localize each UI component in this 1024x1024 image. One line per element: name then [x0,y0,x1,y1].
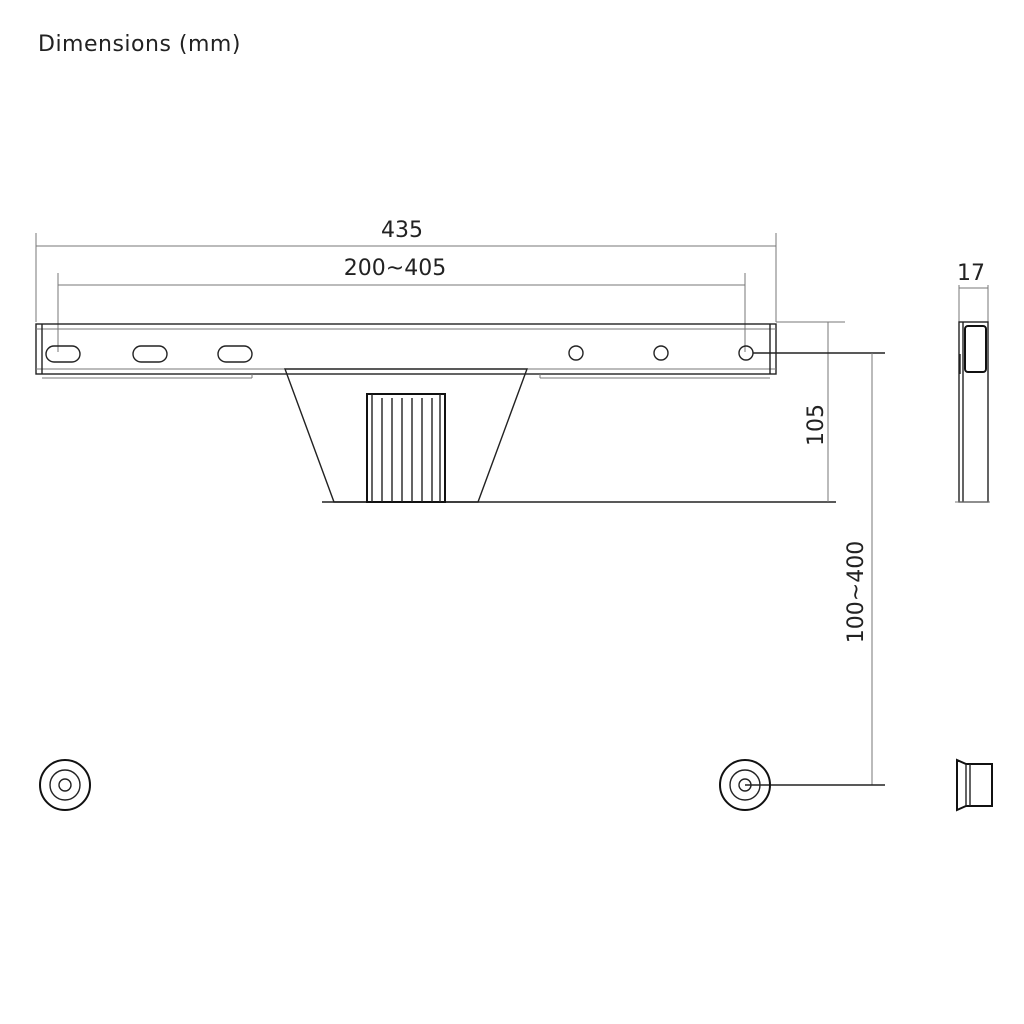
dim-overall-width: 435 [35,218,777,322]
dim-bracket-height-label: 105 [804,404,829,446]
mounting-disc-right [719,759,771,811]
page-title: Dimensions (mm) [38,32,241,57]
dim-adjustable-span-label: 200~405 [344,256,446,281]
dim-vertical-range: 100~400 [745,352,885,786]
mounting-disc-side [956,758,993,812]
mounting-rail [35,323,777,379]
round-hole [568,345,584,361]
round-hole [653,345,669,361]
dim-adjustable-span: 200~405 [57,256,746,352]
side-profile: 17 [955,261,990,503]
slot-hole [217,345,253,363]
round-hole [738,345,754,361]
dim-depth-label: 17 [957,261,985,286]
dim-overall-width-label: 435 [381,218,423,243]
slot-hole [45,345,81,363]
center-bracket [283,368,836,503]
slot-hole [132,345,168,363]
dim-vertical-range-label: 100~400 [844,541,869,643]
mounting-disc-left [39,759,91,811]
dim-bracket-height: 105 [776,321,845,502]
